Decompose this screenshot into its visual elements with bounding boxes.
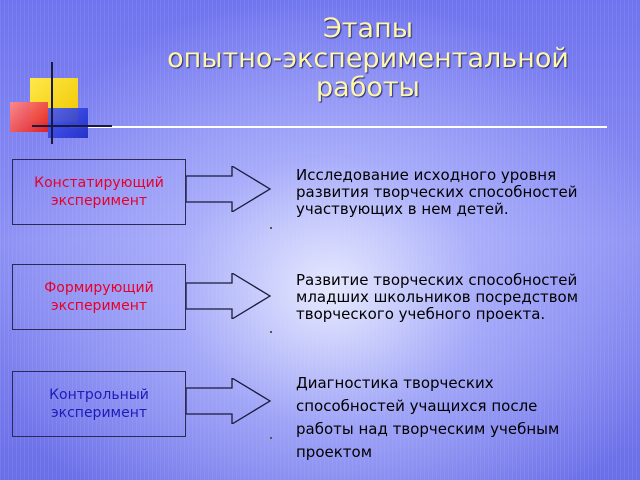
decor-dot [270,227,272,229]
stage-box-forming: Формирующий эксперимент [12,264,186,330]
stage-name-line2: эксперимент [50,405,148,421]
decor-horizontal-line [32,125,112,127]
arrow-right-icon [186,166,272,212]
arrow-right-icon [186,378,272,424]
decor-blue-square [48,108,88,138]
slide-title: Этапы опытно-экспериментальной работы [112,14,624,103]
decor-dot [270,331,272,333]
stage-name-line1: Констатирующий [34,174,164,191]
decor-vertical-line [51,62,53,144]
title-underline [70,126,607,128]
decor-red-square [10,102,48,132]
title-line-3: работы [316,72,420,104]
stage-description-3: Диагностика творческих способностей учащ… [296,374,560,461]
stage-name-line2: эксперимент [50,193,148,209]
decor-dot [270,437,272,439]
title-line-2: опытно-экспериментальной [167,42,569,74]
stage-description-2: Развитие творческих способностей младших… [296,271,579,323]
arrow-right-icon [186,273,272,319]
stage-name-line1: Контрольный [49,386,149,403]
stage-name-line1: Формирующий [44,279,154,296]
stage-box-control: Контрольный эксперимент [12,371,186,437]
stage-box-ascertaining: Констатирующий эксперимент [12,159,186,225]
stage-name-line2: эксперимент [50,298,148,314]
title-line-1: Этапы [322,13,414,44]
stage-description-1: Исследование исходного уровня развития т… [296,166,578,218]
